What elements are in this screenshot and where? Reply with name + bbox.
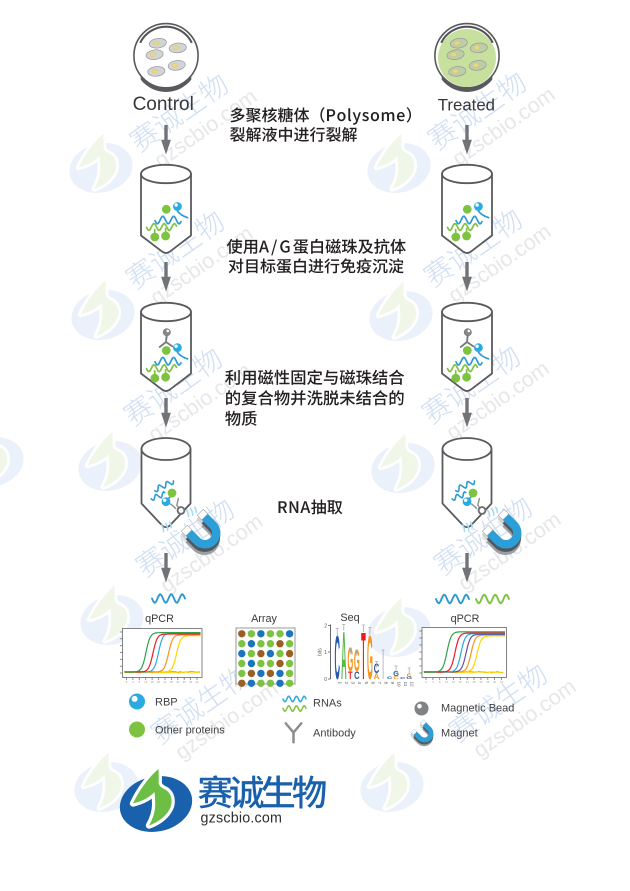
svg-text:Antibody: Antibody: [313, 728, 356, 740]
svg-text:C: C: [406, 673, 412, 678]
svg-text:40: 40: [189, 680, 192, 684]
svg-text:36: 36: [486, 680, 489, 684]
svg-text:bits: bits: [318, 648, 324, 656]
svg-text:44: 44: [196, 680, 199, 684]
svg-text:8: 8: [139, 680, 141, 684]
svg-text:1: 1: [324, 650, 327, 656]
svg-text:A: A: [341, 619, 346, 695]
svg-text:4: 4: [432, 680, 434, 684]
svg-text:1: 1: [338, 682, 343, 685]
svg-text:36: 36: [183, 680, 186, 684]
svg-text:4: 4: [132, 680, 134, 684]
svg-text:Array: Array: [251, 613, 277, 625]
svg-text:12: 12: [144, 680, 147, 684]
svg-text:C: C: [374, 662, 379, 677]
svg-text:12: 12: [445, 680, 448, 684]
svg-text:40: 40: [493, 680, 496, 684]
svg-text:24: 24: [164, 680, 167, 684]
svg-text:16: 16: [151, 680, 154, 684]
svg-text:24: 24: [466, 680, 469, 684]
svg-text:2: 2: [344, 682, 349, 685]
svg-text:32: 32: [176, 680, 179, 684]
svg-text:4: 4: [357, 682, 362, 685]
svg-text:8: 8: [383, 682, 388, 685]
svg-text:gzscbio.com: gzscbio.com: [201, 811, 283, 827]
svg-text:C: C: [354, 670, 360, 683]
svg-text:6: 6: [370, 682, 375, 685]
svg-text:11: 11: [403, 682, 408, 687]
svg-text:qPCR: qPCR: [451, 613, 480, 625]
svg-text:Control: Control: [133, 94, 194, 115]
svg-text:Other proteins: Other proteins: [155, 725, 225, 737]
svg-text:12: 12: [410, 682, 415, 688]
svg-text:T: T: [348, 670, 353, 683]
svg-text:RNAs: RNAs: [313, 698, 342, 710]
svg-text:5: 5: [364, 682, 369, 685]
svg-text:Seq: Seq: [340, 612, 359, 624]
svg-text:0: 0: [126, 680, 128, 684]
svg-text:RBP: RBP: [155, 697, 178, 709]
svg-text:C: C: [387, 677, 393, 680]
svg-text:G: G: [406, 677, 412, 681]
svg-text:Treated: Treated: [438, 96, 495, 115]
svg-text:20: 20: [157, 680, 160, 684]
svg-text:Magnetic Bead: Magnetic Bead: [441, 703, 514, 715]
svg-text:A: A: [374, 672, 380, 681]
svg-text:0: 0: [425, 680, 427, 684]
svg-text:8: 8: [439, 680, 441, 684]
svg-text:C: C: [400, 677, 405, 680]
svg-text:T: T: [361, 620, 366, 694]
svg-text:16: 16: [452, 680, 455, 684]
svg-text:7: 7: [377, 682, 382, 685]
svg-text:C: C: [393, 676, 399, 681]
svg-text:28: 28: [473, 680, 476, 684]
svg-text:3: 3: [351, 682, 356, 685]
svg-text:qPCR: qPCR: [145, 613, 174, 625]
svg-text:20: 20: [459, 680, 462, 684]
svg-text:Magnet: Magnet: [441, 728, 478, 740]
svg-text:G: G: [354, 644, 360, 678]
svg-text:C: C: [334, 624, 339, 693]
svg-text:9: 9: [390, 682, 395, 685]
svg-text:44: 44: [500, 680, 503, 684]
svg-text:G: G: [347, 642, 353, 679]
svg-text:28: 28: [170, 680, 173, 684]
svg-text:32: 32: [479, 680, 482, 684]
svg-text:G: G: [367, 624, 373, 693]
svg-text:2: 2: [324, 623, 327, 629]
svg-text:0: 0: [324, 677, 327, 683]
svg-text:10: 10: [397, 682, 402, 688]
